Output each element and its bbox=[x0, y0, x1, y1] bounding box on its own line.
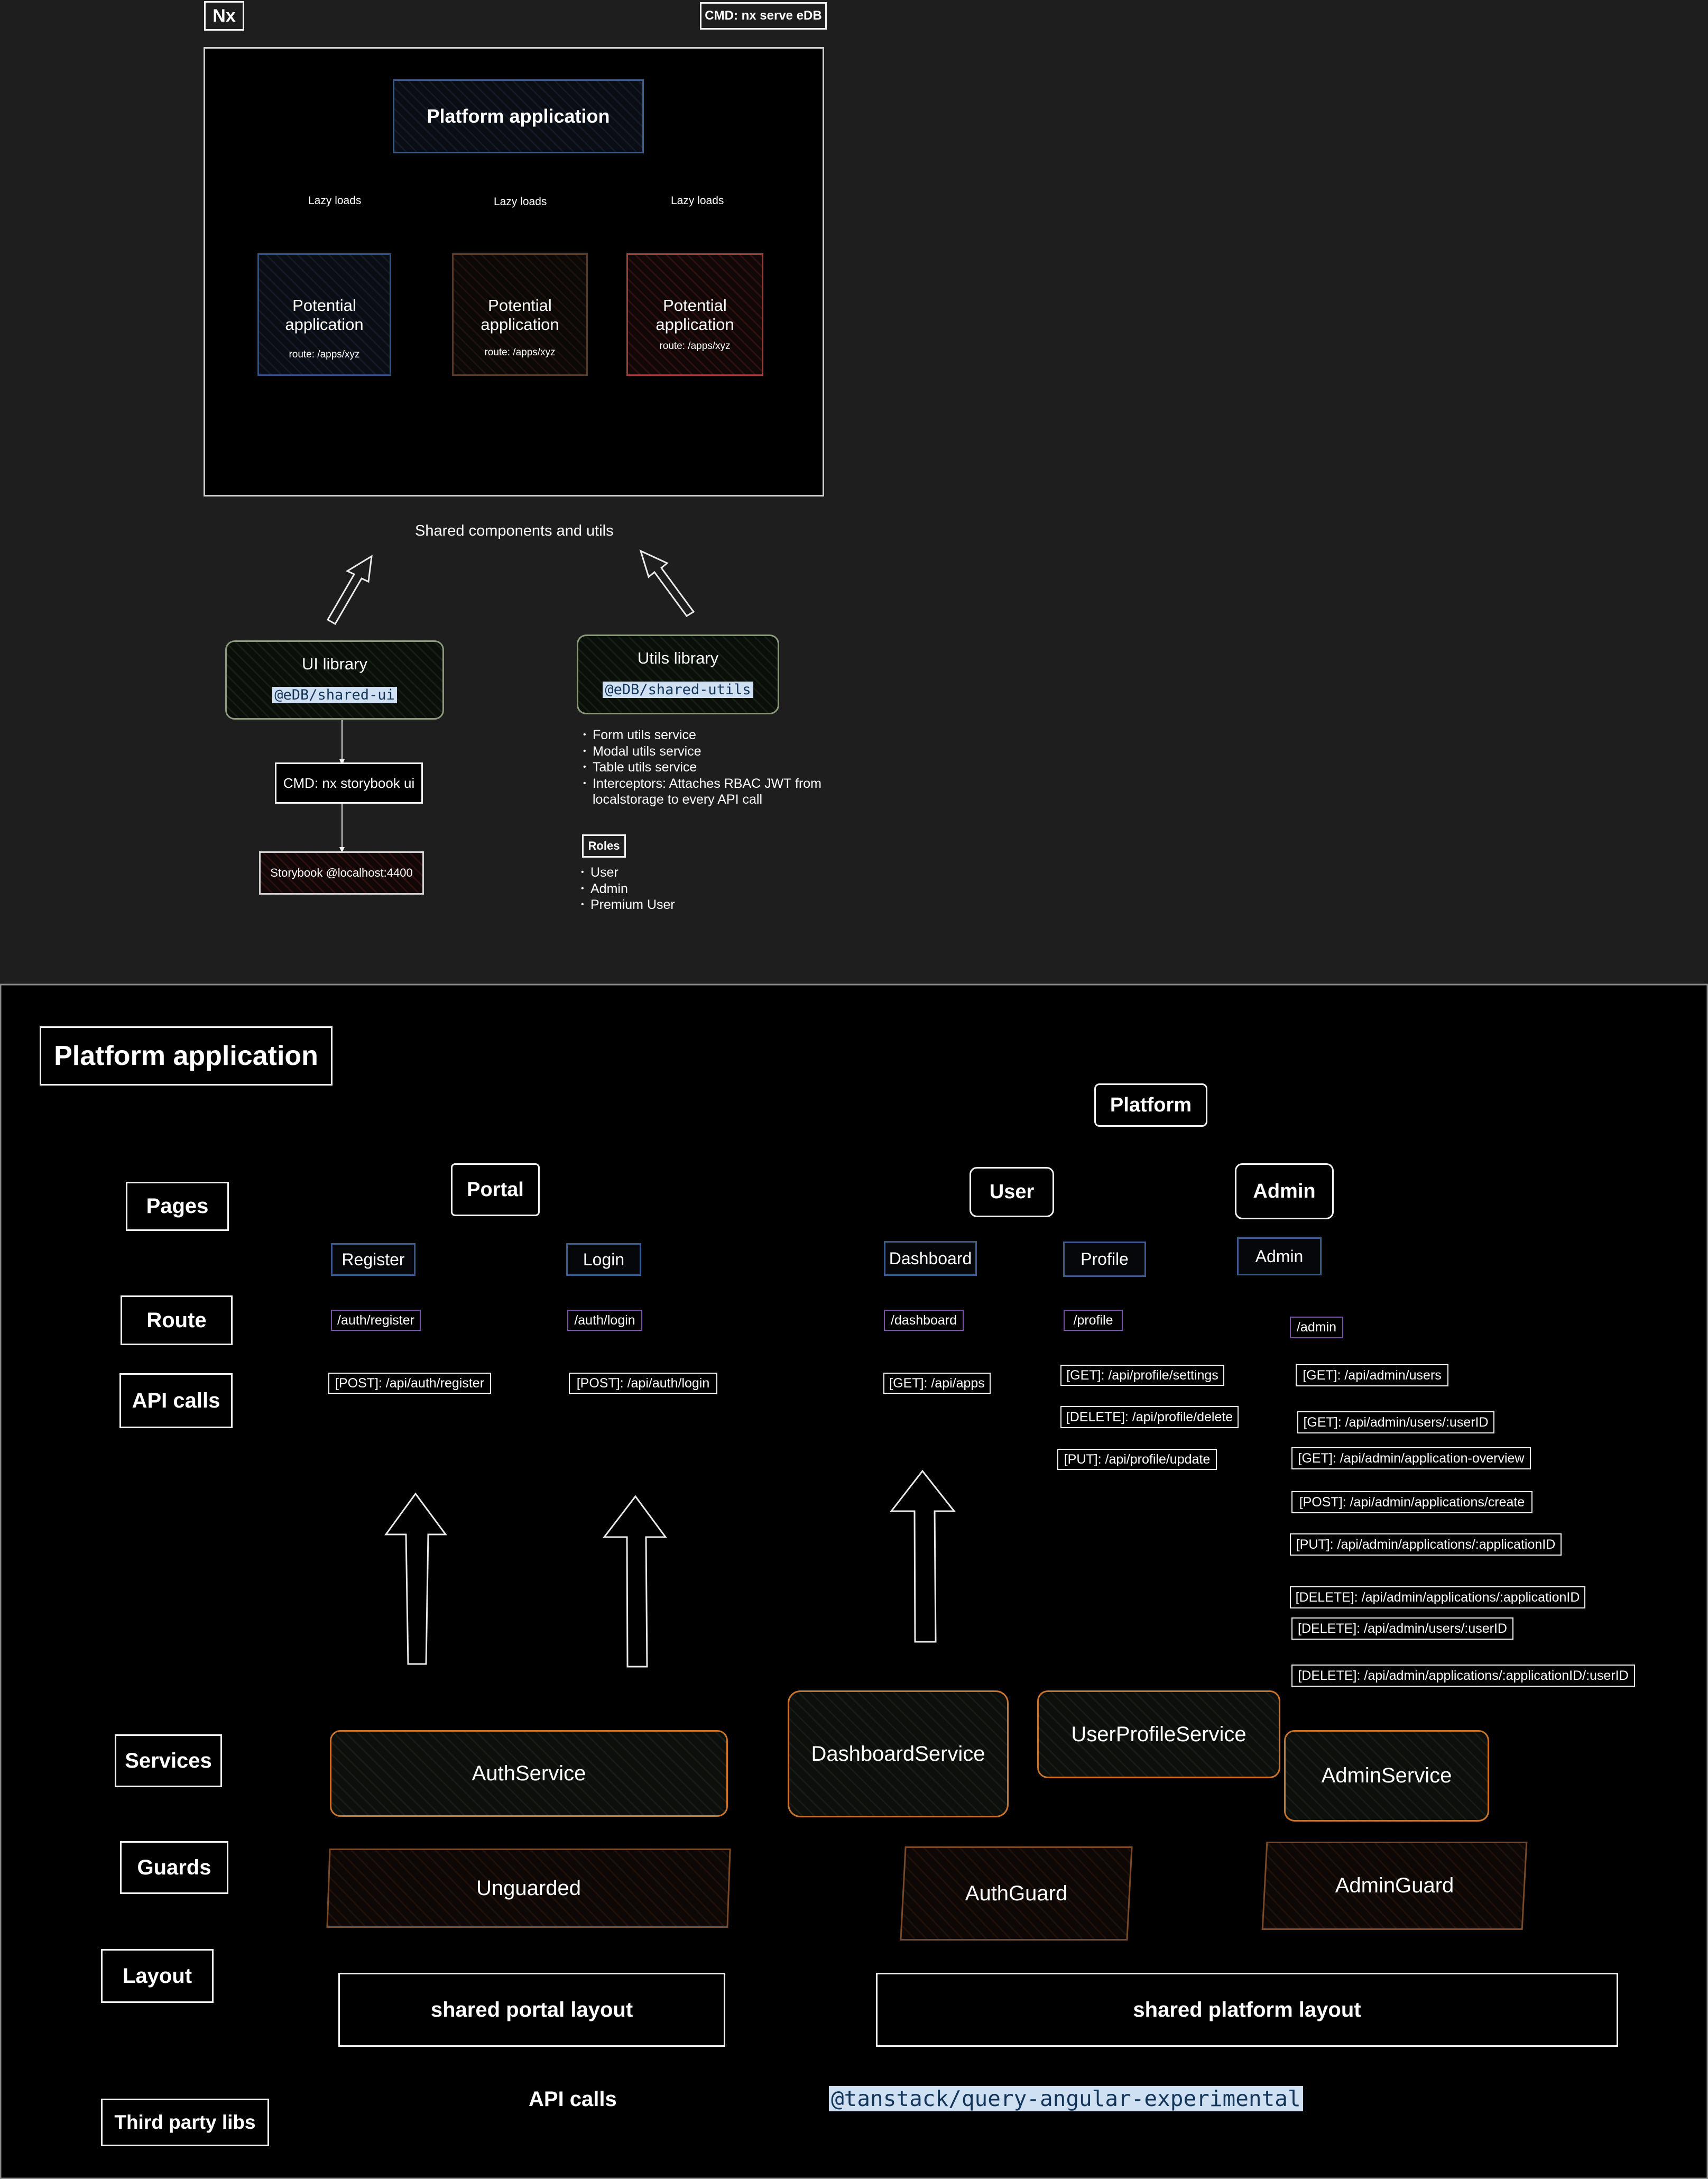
shared-components-caption: Shared components and utils bbox=[415, 522, 614, 539]
platform-app-box: Platform application bbox=[393, 79, 644, 153]
utils-services-list: Form utils service Modal utils service T… bbox=[583, 727, 847, 808]
group-user: User bbox=[970, 1167, 1054, 1217]
platform-application-title: Platform application bbox=[40, 1026, 333, 1086]
api-register: [POST]: /api/auth/register bbox=[328, 1373, 491, 1394]
list-item: Table utils service bbox=[583, 759, 847, 776]
api-profile-item: [PUT]: /api/profile/update bbox=[1057, 1449, 1217, 1470]
route-admin: /admin bbox=[1290, 1317, 1343, 1338]
api-admin-item: [GET]: /api/admin/application-overview bbox=[1291, 1447, 1531, 1469]
list-item: Admin bbox=[581, 881, 740, 897]
guard-unguarded-label: Unguarded bbox=[476, 1876, 581, 1900]
platform-group-label: Platform bbox=[1094, 1083, 1207, 1127]
list-item: User bbox=[581, 865, 740, 881]
guard-admin-label: AdminGuard bbox=[1335, 1874, 1454, 1897]
api-admin-item: [DELETE]: /api/admin/applications/:appli… bbox=[1290, 1586, 1585, 1608]
potential-app-title: Potential application bbox=[481, 296, 559, 334]
big-arrow-dashboard bbox=[889, 1469, 956, 1643]
api-admin-item: [DELETE]: /api/admin/users/:userID bbox=[1291, 1617, 1513, 1640]
tanstack-lib-label: @tanstack/query-angular-experimental bbox=[829, 2086, 1303, 2111]
storybook-cmd-box: CMD: nx storybook ui bbox=[275, 762, 423, 804]
row-label-pages: Pages bbox=[126, 1182, 229, 1231]
page-admin: Admin bbox=[1237, 1237, 1322, 1275]
potential-app-route: route: /apps/xyz bbox=[289, 349, 360, 360]
guard-auth-label: AuthGuard bbox=[965, 1881, 1068, 1905]
ui-library-package: @eDB/shared-ui bbox=[227, 687, 442, 703]
lazy-load-label-right: Lazy loads bbox=[671, 195, 724, 207]
potential-app-box-3: Potential application route: /apps/xyz bbox=[626, 253, 763, 376]
third-party-api-calls-label: API calls bbox=[529, 2088, 617, 2111]
row-label-layout: Layout bbox=[101, 1949, 214, 2003]
ui-library-title: UI library bbox=[301, 655, 367, 673]
row-label-services: Services bbox=[115, 1734, 222, 1787]
cmd-serve-label: CMD: nx serve eDB bbox=[700, 2, 827, 30]
service-user-profile: UserProfileService bbox=[1037, 1690, 1280, 1778]
api-login: [POST]: /api/auth/login bbox=[569, 1373, 717, 1394]
page-login: Login bbox=[566, 1243, 641, 1276]
list-item: Form utils service bbox=[583, 727, 847, 743]
page-dashboard: Dashboard bbox=[884, 1241, 977, 1276]
service-admin: AdminService bbox=[1284, 1730, 1489, 1822]
utils-lib-arrow bbox=[639, 549, 695, 618]
utils-library-box: Utils library @eDB/shared-utils bbox=[577, 635, 779, 714]
api-profile-item: [GET]: /api/profile/settings bbox=[1060, 1365, 1224, 1386]
api-admin-item: [DELETE]: /api/admin/applications/:appli… bbox=[1291, 1665, 1635, 1687]
ui-library-box: UI library @eDB/shared-ui bbox=[225, 640, 444, 720]
layout-portal: shared portal layout bbox=[338, 1973, 725, 2047]
potential-app-box-1: Potential application route: /apps/xyz bbox=[257, 253, 391, 376]
potential-app-route: route: /apps/xyz bbox=[659, 341, 731, 352]
lazy-load-label-middle: Lazy loads bbox=[494, 196, 547, 208]
roles-list: User Admin Premium User bbox=[581, 865, 740, 913]
route-profile: /profile bbox=[1064, 1310, 1123, 1331]
group-portal: Portal bbox=[451, 1163, 540, 1216]
group-admin: Admin bbox=[1235, 1163, 1334, 1219]
row-label-third-party: Third party libs bbox=[101, 2099, 269, 2146]
service-dashboard: DashboardService bbox=[788, 1690, 1009, 1817]
list-item: Premium User bbox=[581, 897, 740, 913]
lazy-load-label-left: Lazy loads bbox=[308, 195, 362, 207]
ui-library-package-code: @eDB/shared-ui bbox=[272, 687, 397, 703]
row-label-guards: Guards bbox=[120, 1841, 228, 1894]
api-admin-item: [GET]: /api/admin/users/:userID bbox=[1297, 1411, 1494, 1433]
route-dashboard: /dashboard bbox=[884, 1310, 964, 1331]
utils-library-package-code: @eDB/shared-utils bbox=[603, 682, 753, 698]
service-auth: AuthService bbox=[330, 1730, 728, 1817]
potential-app-title: Potential application bbox=[655, 296, 734, 334]
ui-lib-arrow bbox=[326, 555, 373, 626]
utils-library-package: @eDB/shared-utils bbox=[578, 682, 778, 698]
list-item: Interceptors: Attaches RBAC JWT from loc… bbox=[583, 776, 847, 808]
route-register: /auth/register bbox=[331, 1310, 421, 1331]
roles-title: Roles bbox=[582, 834, 626, 858]
nx-label: Nx bbox=[204, 1, 244, 31]
layout-platform: shared platform layout bbox=[876, 1973, 1618, 2047]
utils-library-title: Utils library bbox=[637, 649, 719, 667]
potential-app-title: Potential application bbox=[285, 296, 364, 334]
api-profile-item: [DELETE]: /api/profile/delete bbox=[1060, 1406, 1239, 1428]
list-item: Modal utils service bbox=[583, 743, 847, 760]
api-admin-item: [POST]: /api/admin/applications/create bbox=[1291, 1491, 1532, 1513]
potential-app-box-2: Potential application route: /apps/xyz bbox=[452, 253, 588, 376]
big-arrow-login bbox=[602, 1495, 667, 1668]
api-dashboard: [GET]: /api/apps bbox=[883, 1373, 991, 1394]
bottom-section-frame bbox=[0, 983, 1708, 2179]
api-admin-item: [GET]: /api/admin/users bbox=[1296, 1364, 1448, 1386]
potential-app-route: route: /apps/xyz bbox=[484, 347, 556, 358]
storybook-url-box: Storybook @localhost:4400 bbox=[259, 851, 424, 895]
route-login: /auth/login bbox=[567, 1310, 642, 1331]
page-profile: Profile bbox=[1063, 1242, 1146, 1277]
row-label-route: Route bbox=[121, 1295, 233, 1345]
row-label-api-calls: API calls bbox=[119, 1373, 233, 1428]
big-arrow-register bbox=[384, 1492, 447, 1665]
page-register: Register bbox=[331, 1243, 416, 1276]
api-admin-item: [PUT]: /api/admin/applications/:applicat… bbox=[1290, 1533, 1562, 1556]
